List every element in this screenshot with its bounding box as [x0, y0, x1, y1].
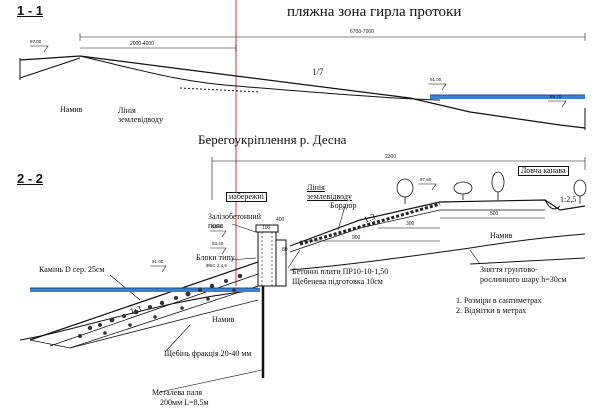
revetment-stones	[78, 273, 243, 338]
namyv-2-upper: Намив	[490, 231, 513, 240]
dim-total-1: 6700-7000	[350, 29, 374, 35]
section-2-profile	[19, 157, 586, 393]
embankment-label: набережні	[226, 192, 267, 202]
dim-400: 400	[276, 217, 285, 223]
water-2	[30, 288, 260, 292]
blocks-sub-label: ФБС 2,4,6	[206, 263, 227, 268]
dim-2300: 2300	[385, 154, 397, 160]
dim-100: 100	[262, 225, 271, 231]
blocks-label: Блоки типу	[196, 253, 235, 262]
dim-500: 500	[490, 211, 499, 217]
pile-label: Металева паля	[152, 388, 203, 397]
dim-80: 80	[282, 247, 288, 253]
border-label: Бордюр	[330, 201, 357, 210]
elev-94-60: 94.60	[212, 224, 224, 229]
gravel-label: Щебінь фракція 20-40 мм	[164, 349, 252, 358]
section-2-label: 2 - 2	[17, 171, 44, 186]
reinforced-belt-label: Залізобетонний пояс	[208, 212, 261, 231]
land-line-1: Лінія землевідводу	[118, 106, 163, 125]
pile-sub-label: 200мм L=8.5м	[160, 398, 209, 407]
namyv-1: Намив	[60, 105, 83, 114]
note-1: 1. Розміри в сантиметрах	[456, 296, 542, 305]
namyv-2-lower: Намив	[212, 315, 235, 324]
topsoil-label: Зняття грунтово- рослинного шару h=30см	[480, 265, 567, 285]
stone-label: Камінь D сер. 25см	[39, 265, 105, 274]
section-1-profile	[19, 33, 586, 130]
dim-300: 300	[406, 221, 415, 227]
trees	[396, 171, 587, 204]
section-1-title: пляжна зона гирла протоки	[287, 4, 462, 20]
caption: Берегоукріплення р. Десна	[198, 132, 347, 147]
note-2: 2. Відмітки в метрах	[456, 306, 527, 315]
elev-91-00: 91.00	[152, 259, 164, 264]
slope-1-2-5: 1:2,5	[560, 195, 577, 204]
ditch-label: Ловча канава	[518, 166, 569, 176]
elev-93-40: 93.40	[212, 241, 224, 246]
elev-97-60: 97.60	[420, 177, 432, 182]
land-line-2: Лінія землевідводу	[307, 183, 352, 202]
section-1-label: 1 - 1	[17, 3, 44, 18]
slope-1: 1/7	[312, 67, 324, 77]
dim-900: 900	[352, 235, 361, 241]
concrete-slabs-label: Бетонні плити ПР10-10-1,50	[292, 267, 389, 276]
elev-top-left: 97.00	[30, 39, 42, 44]
water-1	[430, 95, 585, 99]
elev-bottom-right: 88.70	[550, 94, 562, 99]
elev-water-1: 91.00	[430, 77, 442, 82]
dim-left-1: 2000-4000	[130, 41, 154, 47]
gravel-prep-label: Щебенева підготовка 10см	[292, 277, 383, 286]
